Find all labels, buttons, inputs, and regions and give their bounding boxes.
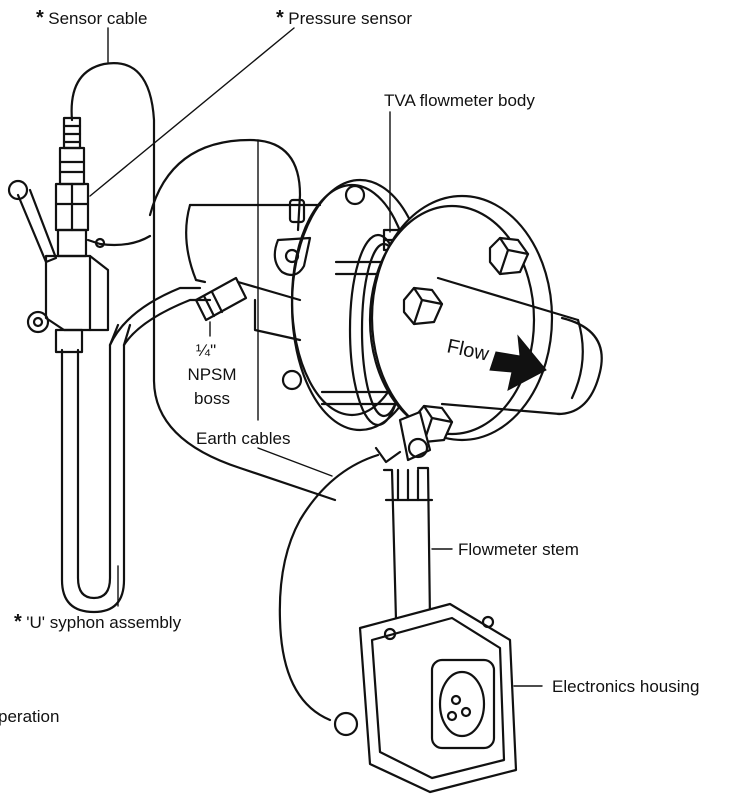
pressure-sensor-label: * Pressure sensor [276,7,412,29]
valve-handle [7,179,58,264]
electronics-housing [333,602,518,794]
npsm-label-line2: NPSM [187,365,236,384]
earth-cable-lower [278,453,380,722]
u-syphon-assembly [60,286,212,614]
flowmeter-stem [382,466,434,622]
downstream-pipe [436,276,603,416]
flow-arrow-icon [489,334,547,391]
npsm-label-line1: ¼" [196,341,216,360]
sensor-cable-label: * Sensor cable [36,7,147,29]
npsm-label-line3: boss [194,389,230,408]
front-flange [368,194,554,442]
earth-cable-upper [148,138,302,232]
stem-clamp [374,410,432,464]
operation-label: peration [0,707,59,726]
flange-nut [402,286,444,326]
earth-cables-label: Earth cables [196,429,291,448]
sensor-cable [70,62,337,502]
flange-nut [488,236,530,276]
pressure-sensor [54,116,152,258]
leader-lines [89,27,543,687]
valve-block [26,254,110,354]
npsm-boss [194,276,248,322]
electronics-housing-label: Electronics housing [552,677,699,696]
earth-clamp-upper [273,198,312,277]
syphon-label: * 'U' syphon assembly [14,611,182,633]
flowmeter-body-label: TVA flowmeter body [384,91,535,110]
flowmeter-stem-label: Flowmeter stem [458,540,579,559]
